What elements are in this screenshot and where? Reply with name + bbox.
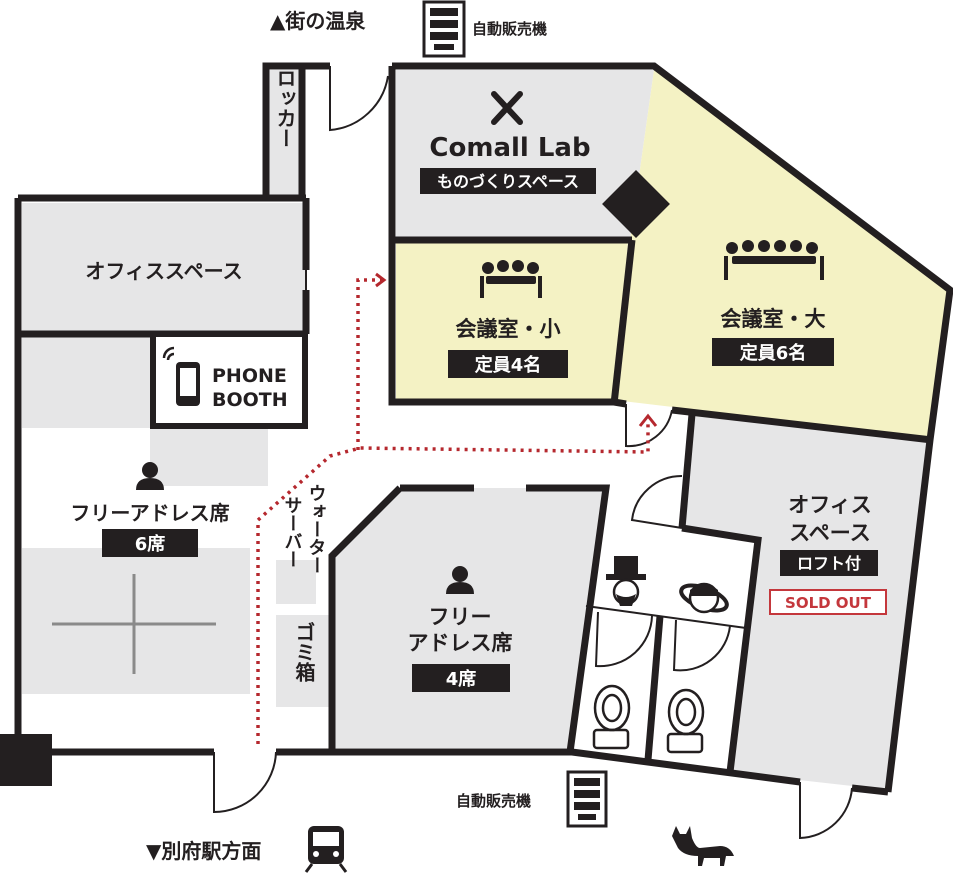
meeting-small-capacity: 定員4名 xyxy=(475,354,542,376)
direction-south: ▼別府駅方面 xyxy=(146,839,261,863)
meeting-small-icon xyxy=(480,260,542,298)
train-icon xyxy=(304,826,348,873)
office-loft-line1: オフィス xyxy=(788,493,872,517)
water-server-area xyxy=(276,560,316,604)
corner-block-left xyxy=(0,734,52,786)
free-address-4-room xyxy=(332,488,606,748)
office-space-left xyxy=(22,203,306,331)
trash-area xyxy=(276,615,330,707)
lab-subtitle: ものづくりスペース xyxy=(437,172,579,191)
vending-label-top: 自動販売機 xyxy=(472,20,547,38)
sold-out-label: SOLD OUT xyxy=(785,594,872,612)
person-icon xyxy=(136,462,474,594)
meeting-large-room xyxy=(614,70,950,438)
meeting-large-icon xyxy=(724,240,824,280)
vending-label-bottom: 自動販売機 xyxy=(456,792,531,810)
free-address-6-seats: 6席 xyxy=(135,533,166,555)
meeting-large-capacity: 定員6名 xyxy=(740,342,807,364)
gentleman-icon xyxy=(606,556,646,606)
water-server-col2: サーバー xyxy=(282,496,303,568)
desk-divider xyxy=(52,574,216,674)
meeting-large-label: 会議室・大 xyxy=(721,307,826,331)
free-address-4-line2: アドレス席 xyxy=(408,631,513,655)
room-fills xyxy=(22,70,950,790)
phone-booth-line1: PHONE xyxy=(212,365,287,387)
free-address-4-seats: 4席 xyxy=(446,668,477,690)
phone-booth-line2: BOOTH xyxy=(212,389,288,411)
cat-icon xyxy=(672,826,734,866)
badges xyxy=(102,168,887,692)
free-address-4-line1: フリー xyxy=(429,605,492,629)
lab-title: Comall Lab xyxy=(429,133,590,163)
office-space-label: オフィススペース xyxy=(85,259,242,283)
free-address-6-desks xyxy=(22,548,250,694)
doors xyxy=(213,66,853,840)
locker-label: ロッカー xyxy=(273,68,297,148)
trash-label: ゴミ箱 xyxy=(292,621,316,683)
gray-block-mid xyxy=(150,428,268,486)
water-server-col1: ウォーター xyxy=(306,484,327,574)
lady-icon xyxy=(679,582,729,614)
locker-area xyxy=(266,70,302,198)
tools-icon xyxy=(491,91,523,125)
vending-machine-icon xyxy=(422,0,466,58)
office-loft-line2: スペース xyxy=(789,521,870,545)
lab-room xyxy=(396,70,654,240)
office-loft-badge: ロフト付 xyxy=(797,554,861,573)
toilet-icon xyxy=(592,684,705,754)
free-address-6-label: フリーアドレス席 xyxy=(70,501,229,525)
gray-block-left xyxy=(22,336,152,428)
meeting-small-label: 会議室・小 xyxy=(456,317,561,341)
phone-icon xyxy=(162,346,200,406)
vending-machine-icon-lower xyxy=(566,770,608,828)
route xyxy=(256,272,658,744)
phone-booth xyxy=(150,331,308,429)
direction-north: ▲街の温泉 xyxy=(270,9,366,33)
